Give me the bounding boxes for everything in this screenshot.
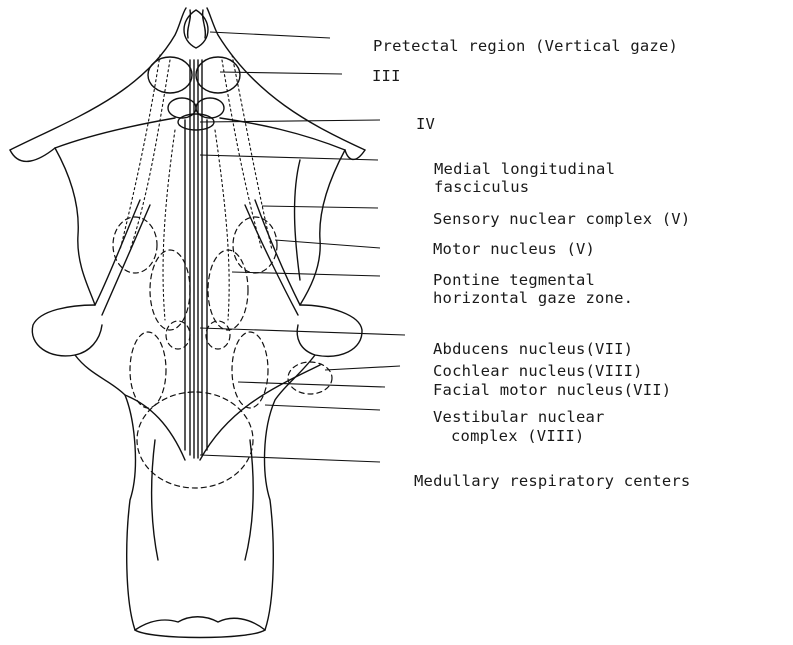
dashed-nuclei bbox=[113, 217, 332, 488]
leader-lines bbox=[200, 32, 405, 462]
label-pretectal-region: Pretectal region (Vertical gaze) bbox=[373, 37, 678, 55]
label-cn-iii: III bbox=[372, 67, 401, 85]
label-abducens-nucleus: Abducens nucleus(VII) bbox=[433, 340, 633, 358]
label-pontine-line1: Pontine tegmental bbox=[433, 271, 595, 289]
brainstem-outline bbox=[10, 8, 365, 638]
label-cn-iv: IV bbox=[416, 115, 435, 133]
label-sensory-nuclear-complex: Sensory nuclear complex (V) bbox=[433, 210, 690, 228]
label-cochlear-nucleus: Cochlear nucleus(VIII) bbox=[433, 362, 643, 380]
label-mlf-line2: fasciculus bbox=[434, 178, 529, 196]
label-mlf-line1: Medial longitudinal bbox=[434, 160, 615, 178]
label-facial-motor-nucleus: Facial motor nucleus(VII) bbox=[433, 381, 671, 399]
label-vestibular-line1: Vestibular nuclear bbox=[433, 408, 605, 426]
label-medullary-respiratory-centers: Medullary respiratory centers bbox=[414, 472, 690, 490]
dotted-tracts bbox=[120, 55, 272, 320]
label-motor-nucleus: Motor nucleus (V) bbox=[433, 240, 595, 258]
label-vestibular-line2: complex (VIII) bbox=[451, 427, 584, 445]
label-pontine-line2: horizontal gaze zone. bbox=[433, 289, 633, 307]
mlf-lines bbox=[185, 60, 207, 458]
